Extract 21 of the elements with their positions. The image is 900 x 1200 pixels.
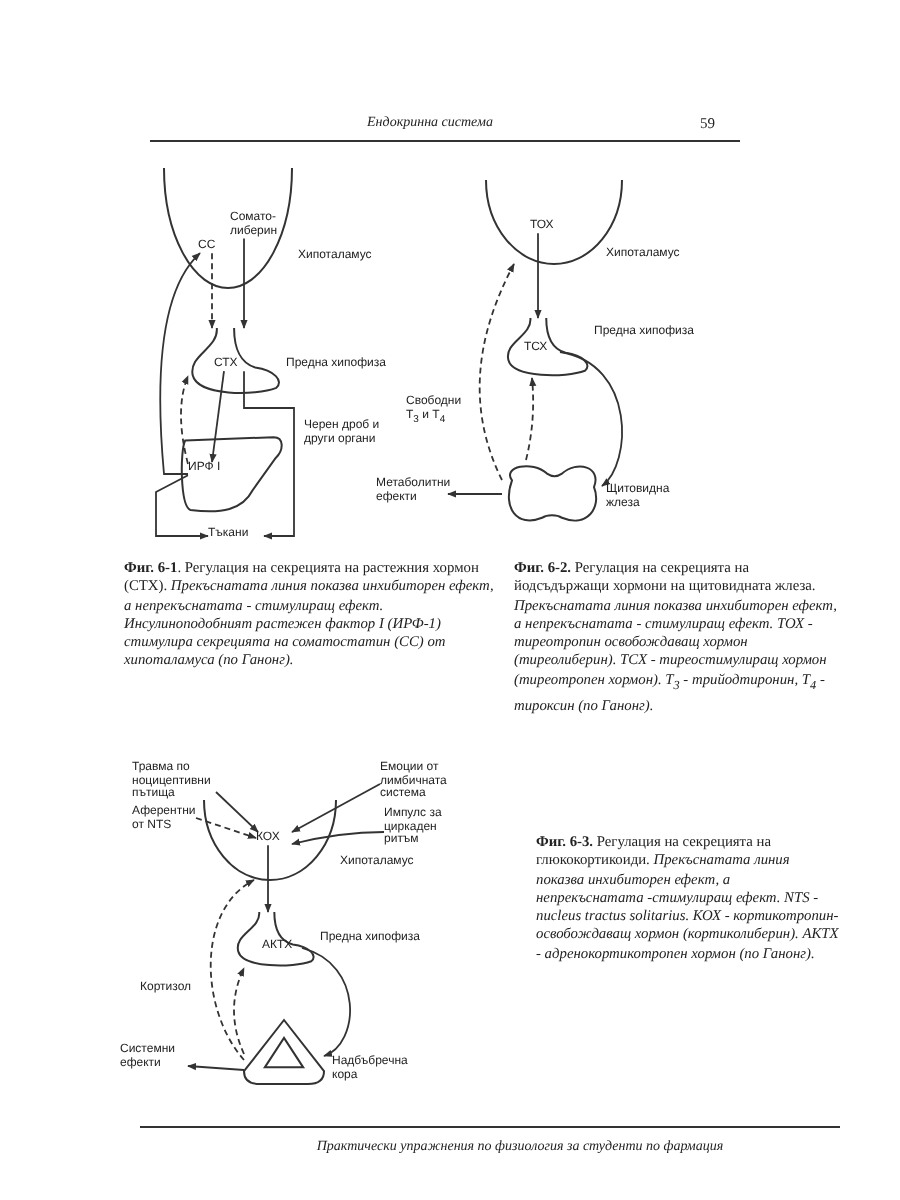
arrow <box>155 474 209 540</box>
arrow <box>209 370 225 463</box>
arrow <box>240 237 248 329</box>
arrow <box>187 1063 245 1071</box>
arrow <box>447 490 503 498</box>
arrow <box>559 351 623 487</box>
arrow <box>233 967 245 1055</box>
arrow <box>208 252 216 329</box>
arrow <box>264 844 272 913</box>
arrow <box>525 377 537 461</box>
arrow <box>215 791 259 833</box>
arrow <box>243 370 295 540</box>
arrow <box>291 783 381 833</box>
arrow <box>478 263 515 481</box>
arrow <box>301 947 351 1057</box>
arrow <box>209 879 255 1061</box>
arrow <box>291 831 385 846</box>
arrow <box>195 817 257 839</box>
arrow <box>159 252 201 475</box>
arrow <box>534 232 542 319</box>
arrow <box>180 375 189 465</box>
